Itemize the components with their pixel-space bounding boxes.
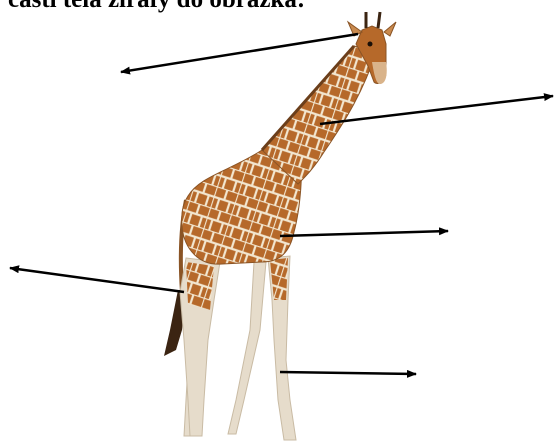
giraffe-illustration — [164, 12, 396, 440]
arrow-tail-label — [10, 268, 184, 292]
giraffe-front-leg-far — [228, 262, 266, 434]
giraffe-eye — [368, 42, 373, 47]
giraffe-ear-right — [384, 22, 396, 36]
arrow-leg-label — [280, 372, 416, 374]
arrow-body-label — [280, 231, 448, 236]
giraffe-ossicones — [366, 12, 380, 28]
arrow-head-label — [121, 34, 358, 72]
giraffe-neck — [262, 46, 376, 184]
